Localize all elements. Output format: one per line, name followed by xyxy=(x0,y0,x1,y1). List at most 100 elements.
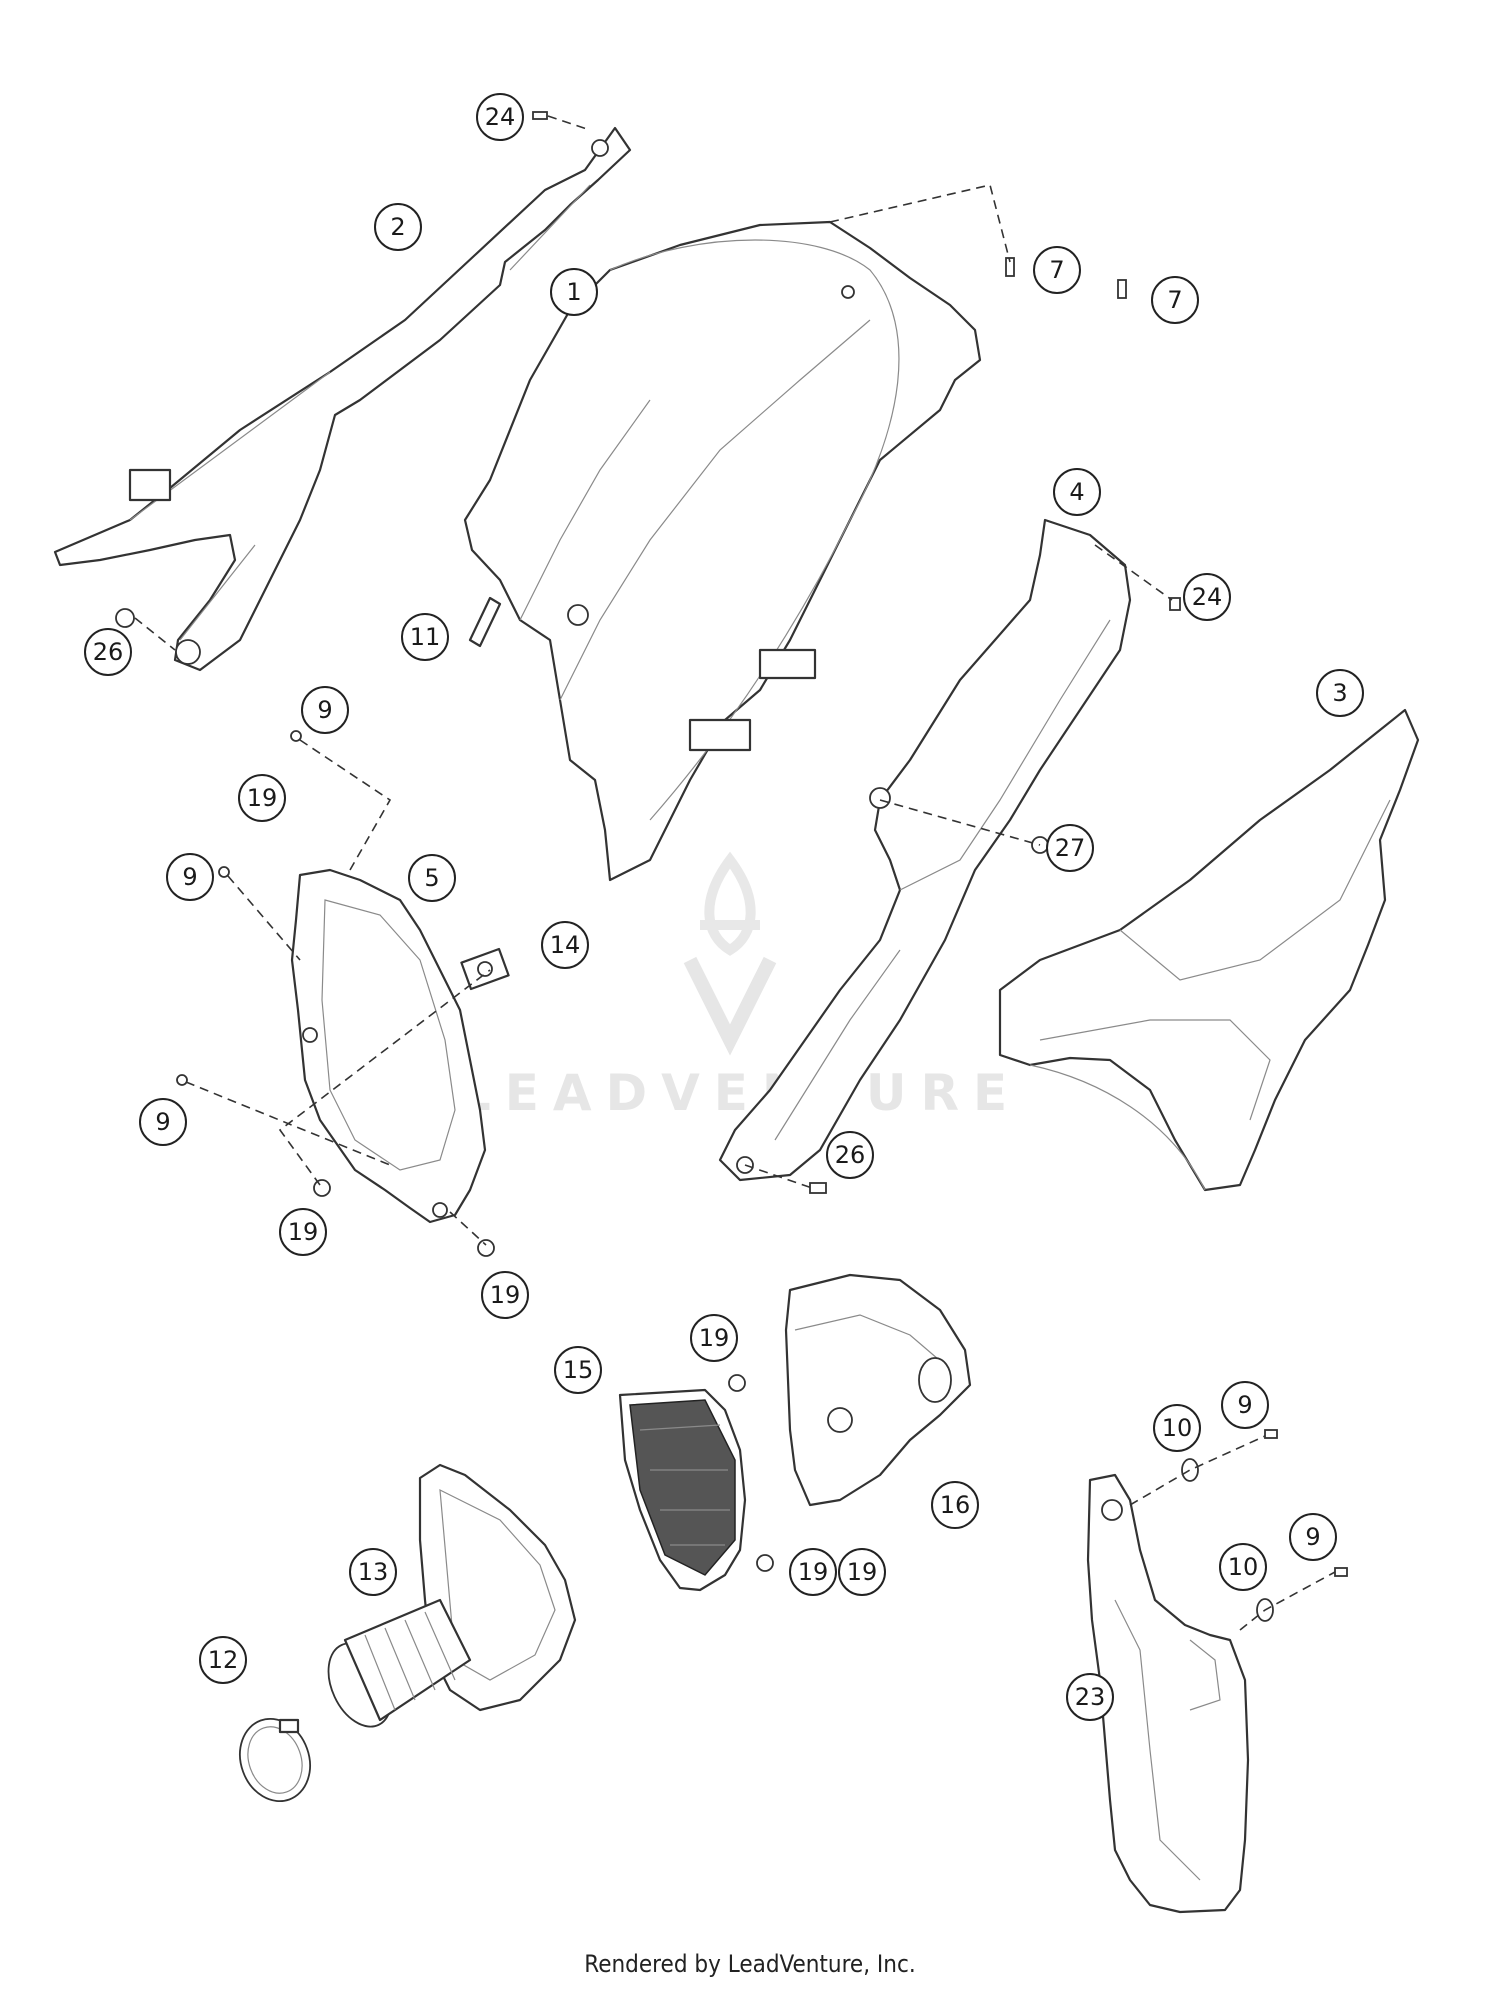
callout-14[interactable]: 14 xyxy=(541,921,589,969)
callout-15[interactable]: 15 xyxy=(554,1346,602,1394)
callout-24a[interactable]: 24 xyxy=(476,93,524,141)
screw-9a xyxy=(290,730,302,742)
footer-credit: Rendered by LeadVenture, Inc. xyxy=(584,1950,916,1978)
grommet-19d xyxy=(728,1374,746,1392)
callout-19f[interactable]: 19 xyxy=(838,1548,886,1596)
callout-19a[interactable]: 19 xyxy=(238,774,286,822)
screw-26a xyxy=(115,608,135,628)
svg-text:19: 19 xyxy=(247,784,278,812)
callout-9a[interactable]: 9 xyxy=(301,686,349,734)
callout-23[interactable]: 23 xyxy=(1066,1673,1114,1721)
screw-9b xyxy=(218,866,230,878)
washer-10a xyxy=(1181,1458,1199,1482)
part-11-bolt[interactable] xyxy=(468,596,502,648)
grommet-19e xyxy=(756,1554,774,1572)
svg-text:10: 10 xyxy=(1228,1553,1259,1581)
svg-text:12: 12 xyxy=(208,1646,239,1674)
part-23-side-panel[interactable] xyxy=(1086,1473,1250,1914)
screw-7a xyxy=(1005,257,1015,277)
screw-9e xyxy=(1334,1567,1348,1577)
callout-26a[interactable]: 26 xyxy=(84,628,132,676)
svg-text:15: 15 xyxy=(563,1356,594,1384)
callout-19d[interactable]: 19 xyxy=(690,1314,738,1362)
part-13-intake-boot[interactable] xyxy=(316,1463,577,1737)
callout-9c[interactable]: 9 xyxy=(139,1098,187,1146)
part-15-air-filter[interactable] xyxy=(618,1388,747,1592)
svg-text:3: 3 xyxy=(1332,679,1347,707)
svg-text:5: 5 xyxy=(424,864,439,892)
svg-text:1: 1 xyxy=(566,278,581,306)
callout-16[interactable]: 16 xyxy=(931,1481,979,1529)
svg-text:9: 9 xyxy=(155,1108,170,1136)
grommet-19c xyxy=(477,1239,495,1257)
callout-19e[interactable]: 19 xyxy=(789,1548,837,1596)
callout-12[interactable]: 12 xyxy=(199,1636,247,1684)
svg-text:9: 9 xyxy=(1305,1523,1320,1551)
svg-text:14: 14 xyxy=(550,931,581,959)
svg-text:7: 7 xyxy=(1049,256,1064,284)
watermark: LEADVENTURE xyxy=(459,851,1021,1122)
callout-9b[interactable]: 9 xyxy=(166,853,214,901)
callout-7b[interactable]: 7 xyxy=(1151,276,1199,324)
screw-9c xyxy=(176,1074,188,1086)
part-14-clip[interactable] xyxy=(460,947,510,991)
screw-26b xyxy=(809,1182,827,1194)
svg-text:27: 27 xyxy=(1055,834,1086,862)
callout-27[interactable]: 27 xyxy=(1046,824,1094,872)
part-5-filter-frame[interactable] xyxy=(290,868,487,1224)
svg-text:2: 2 xyxy=(390,213,405,241)
svg-text:26: 26 xyxy=(93,638,124,666)
callout-1[interactable]: 1 xyxy=(550,268,598,316)
callout-2[interactable]: 2 xyxy=(374,203,422,251)
screw-24a xyxy=(532,111,548,120)
screw-7b xyxy=(1117,279,1127,299)
part-12-hose-clamp[interactable] xyxy=(229,1709,322,1811)
part-16-filter-cover[interactable] xyxy=(784,1273,972,1507)
svg-text:7: 7 xyxy=(1167,286,1182,314)
fasteners xyxy=(115,111,1348,1622)
part-1-airbox-housing[interactable] xyxy=(463,220,982,882)
part-2-rear-side-rail[interactable] xyxy=(53,126,632,672)
svg-text:9: 9 xyxy=(317,696,332,724)
svg-text:11: 11 xyxy=(410,623,441,651)
callout-26b[interactable]: 26 xyxy=(826,1131,874,1179)
svg-text:19: 19 xyxy=(798,1558,829,1586)
part-4-side-cover[interactable] xyxy=(718,518,1132,1182)
screw-24b xyxy=(1169,597,1181,611)
callout-9d[interactable]: 9 xyxy=(1221,1381,1269,1429)
callout-24b[interactable]: 24 xyxy=(1183,573,1231,621)
svg-text:26: 26 xyxy=(835,1141,866,1169)
svg-text:24: 24 xyxy=(485,103,516,131)
svg-text:23: 23 xyxy=(1075,1683,1106,1711)
svg-text:10: 10 xyxy=(1162,1414,1193,1442)
callout-13[interactable]: 13 xyxy=(349,1548,397,1596)
callout-11[interactable]: 11 xyxy=(401,613,449,661)
callout-5[interactable]: 5 xyxy=(408,854,456,902)
svg-text:4: 4 xyxy=(1069,478,1084,506)
watermark-v-icon xyxy=(683,956,777,1056)
callout-19c[interactable]: 19 xyxy=(481,1271,529,1319)
svg-text:9: 9 xyxy=(182,863,197,891)
callout-7a[interactable]: 7 xyxy=(1033,246,1081,294)
grommet-19b xyxy=(313,1179,331,1197)
svg-text:19: 19 xyxy=(288,1218,319,1246)
watermark-text: LEADVENTURE xyxy=(459,1064,1021,1122)
svg-text:16: 16 xyxy=(940,1491,971,1519)
callout-19b[interactable]: 19 xyxy=(279,1208,327,1256)
screw-9d xyxy=(1264,1429,1278,1439)
svg-text:19: 19 xyxy=(847,1558,878,1586)
svg-text:13: 13 xyxy=(358,1558,389,1586)
callout-10b[interactable]: 10 xyxy=(1219,1543,1267,1591)
svg-text:19: 19 xyxy=(490,1281,521,1309)
watermark-flame-icon xyxy=(700,851,760,956)
leader-lines xyxy=(134,115,1336,1631)
svg-text:24: 24 xyxy=(1192,583,1223,611)
bellows xyxy=(327,1598,472,1728)
part-3-number-plate-cover[interactable] xyxy=(998,708,1420,1192)
callout-10a[interactable]: 10 xyxy=(1153,1404,1201,1452)
callout-3[interactable]: 3 xyxy=(1316,669,1364,717)
callout-9e[interactable]: 9 xyxy=(1289,1513,1337,1561)
mounting-hole-icon xyxy=(175,639,201,665)
callout-4[interactable]: 4 xyxy=(1053,468,1101,516)
